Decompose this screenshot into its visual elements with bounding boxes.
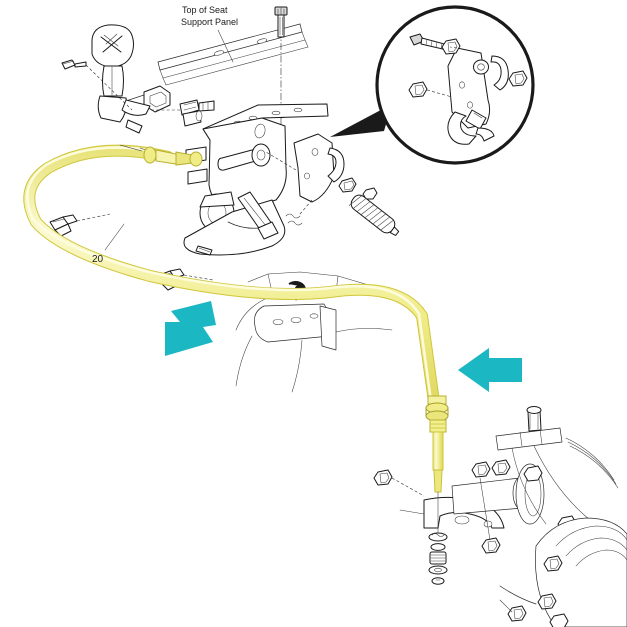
seat-support-panel-label: Top of Seat Support Panel xyxy=(181,5,238,63)
park-brake-lever-handle xyxy=(61,24,215,134)
callout-number-label: 20 xyxy=(92,254,104,265)
seat-panel-label-line1: Top of Seat xyxy=(182,5,228,15)
inset-pointer xyxy=(330,104,392,137)
frame-crossmember xyxy=(235,271,405,393)
cable-adjuster xyxy=(425,395,449,493)
arrow-right-cable-arrow xyxy=(458,348,522,392)
seat-panel-label-line2: Support Panel xyxy=(181,17,238,27)
axle-housing xyxy=(451,406,619,554)
cable-clip-upper xyxy=(49,213,111,237)
parking-brake-cable: 20 xyxy=(23,144,449,493)
hardware-stack xyxy=(428,491,448,585)
brake-drum-flange xyxy=(499,517,627,627)
detail-inset-circle xyxy=(330,5,535,165)
cable-end-fitting-lever xyxy=(119,144,203,167)
seat-support-panel-rail xyxy=(157,23,309,86)
inset-contents xyxy=(408,33,528,145)
callout-20: 20 xyxy=(92,223,125,265)
arrow-left-cable-run xyxy=(165,301,216,356)
return-spring xyxy=(348,194,400,236)
pedal-bracket-assembly xyxy=(182,103,378,256)
